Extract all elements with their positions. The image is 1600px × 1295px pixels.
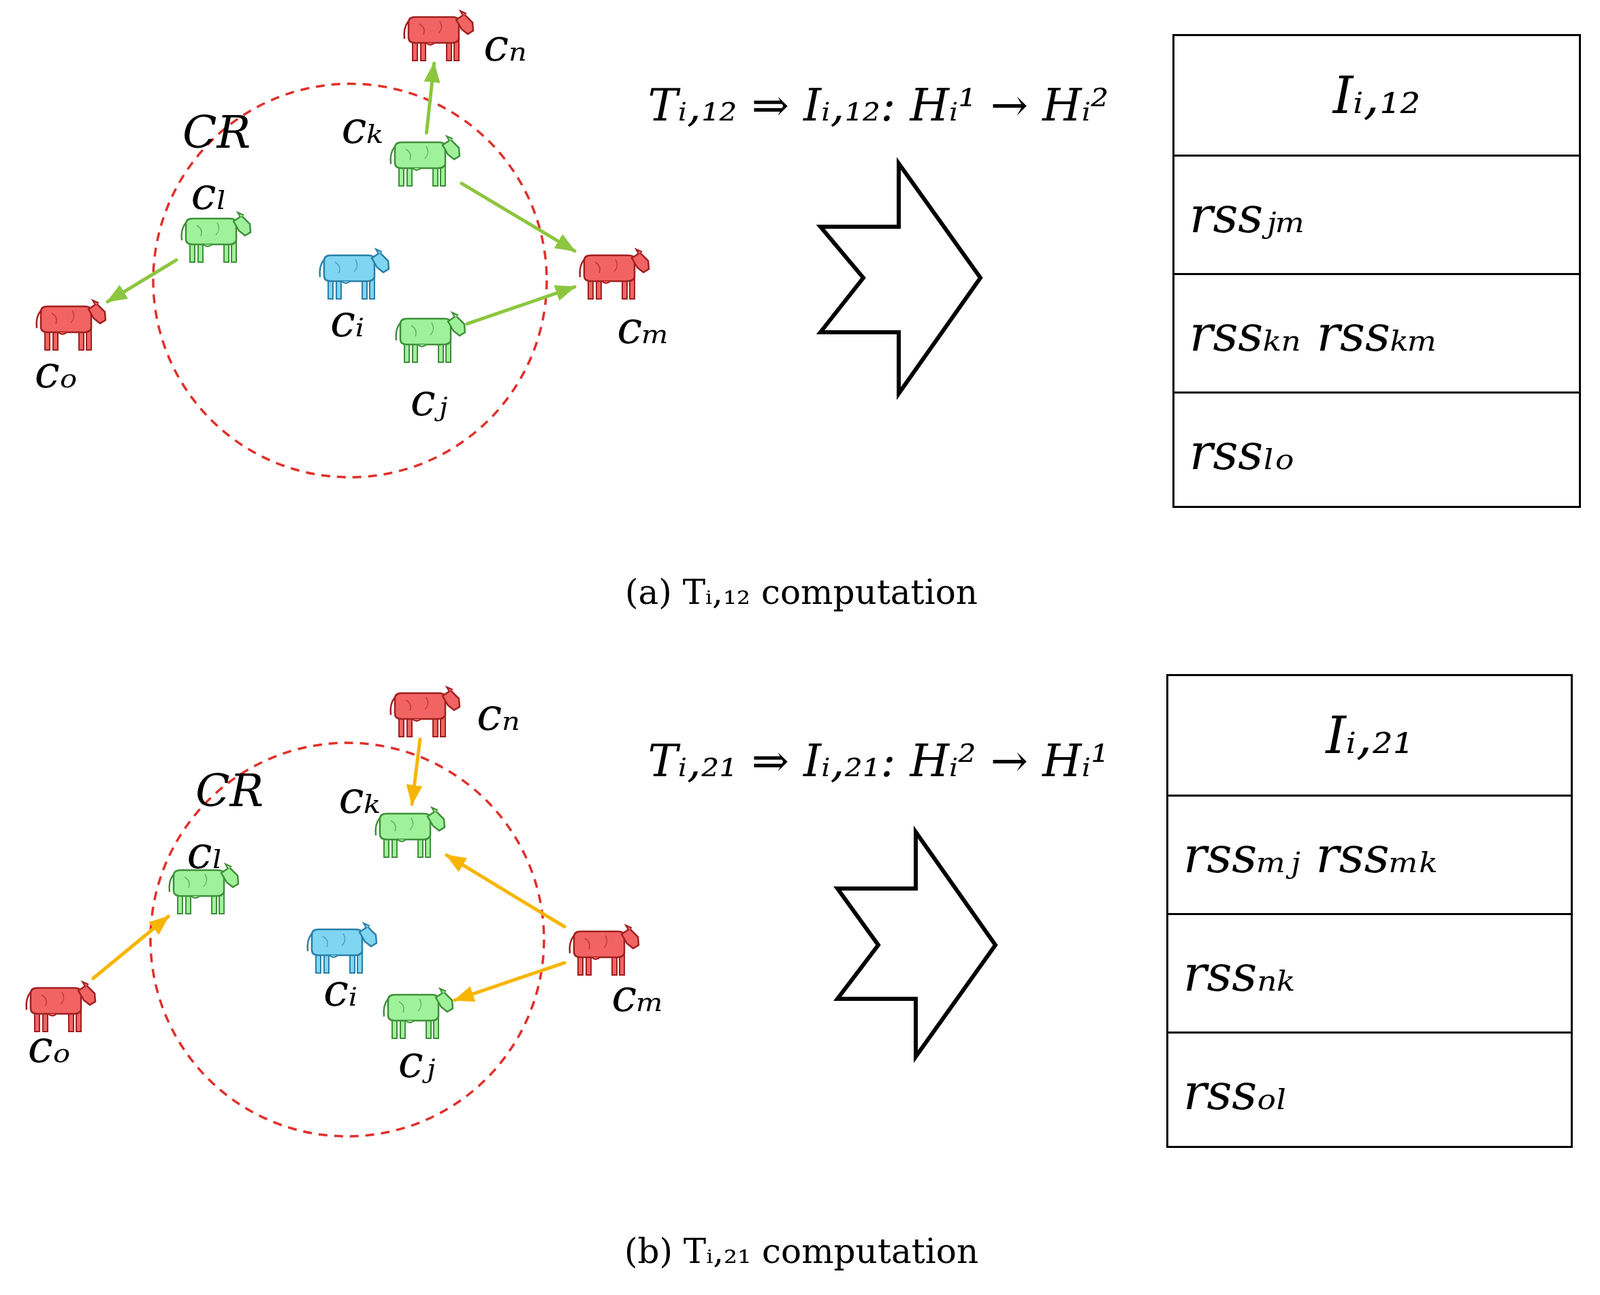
figure-caption: (a) Tᵢ,₁₂ computation	[625, 575, 978, 610]
arrow-connector	[446, 855, 565, 927]
cow-node: cₒ	[21, 978, 98, 1035]
cow-node: cₒ	[31, 296, 108, 353]
table-cell: rssₗₒ	[1174, 391, 1579, 510]
range-label: CR	[195, 768, 264, 814]
cow-label: cₖ	[341, 105, 383, 151]
arrow-connector	[426, 63, 434, 133]
cow-node: cᵢ	[314, 245, 391, 302]
communication-range: CRcₖcₗcᵢcⱼ	[148, 740, 547, 1139]
range-label: CR	[182, 110, 251, 156]
cow-node: cₖ	[370, 804, 447, 860]
cow-node: cₘ	[564, 921, 641, 978]
cow-node: cₗ	[164, 860, 241, 917]
info-table: Iᵢ,₂₁ rssₘⱼ rssₘₖ rssₙₖ rssₒₗ	[1166, 674, 1573, 1148]
arrow-connector	[467, 286, 575, 324]
cow-node: cₗ	[176, 209, 253, 265]
cow-label: cₗ	[191, 171, 228, 217]
cow-node: cᵢ	[302, 919, 379, 976]
cow-label: cₗ	[187, 830, 224, 876]
cow-node: cₖ	[385, 132, 462, 189]
cow-node: cⱼ	[390, 309, 468, 365]
cow-illustration	[390, 309, 468, 365]
cow-label: cₙ	[483, 23, 527, 69]
cow-label: cₘ	[616, 305, 670, 351]
arrow-connector	[454, 962, 565, 1001]
table-header-text: Iᵢ,₁₂	[1333, 65, 1421, 126]
cow-node: cₘ	[574, 245, 651, 302]
arrow-connector	[461, 183, 575, 251]
table-header-text: Iᵢ,₂₁	[1325, 705, 1414, 766]
cow-node: cⱼ	[378, 985, 455, 1042]
cow-illustration	[574, 245, 651, 302]
cow-illustration	[378, 985, 455, 1042]
arrow-connector	[107, 260, 177, 302]
cow-illustration	[398, 7, 476, 64]
table-cell-text: rssₙₖ	[1183, 945, 1295, 1003]
table-header-cell: Iᵢ,₁₂	[1174, 36, 1579, 155]
formula-text: Tᵢ,₁₂ ⇒ Iᵢ,₁₂: Hᵢ¹ → Hᵢ²	[648, 83, 1110, 128]
cow-label: cₒ	[27, 1024, 71, 1070]
cow-label: cₖ	[338, 775, 380, 821]
cow-label: cₙ	[476, 692, 521, 738]
cow-illustration	[370, 804, 447, 860]
cow-label: cᵢ	[330, 298, 365, 344]
table-cell-text: rssₒₗ	[1183, 1063, 1289, 1121]
cow-illustration	[31, 296, 108, 353]
table-cell: rssⱼₘ	[1174, 154, 1579, 274]
figure-caption: (b) Tᵢ,₂₁ computation	[624, 1234, 979, 1269]
table-header-cell: Iᵢ,₂₁	[1168, 676, 1571, 795]
communication-range: CRcₖcₗcᵢcⱼ	[151, 81, 549, 480]
cow-illustration	[302, 919, 379, 976]
cow-label: cᵢ	[323, 968, 358, 1014]
outline-arrow	[837, 832, 996, 1057]
arrow-connector	[411, 739, 421, 805]
table-cell-text: rssⱼₘ	[1189, 186, 1307, 244]
table-cell: rssₒₗ	[1168, 1031, 1571, 1150]
cow-illustration	[176, 209, 253, 265]
cow-node: cₙ	[385, 683, 462, 740]
table-cell-text: rssₗₒ	[1189, 423, 1295, 481]
cow-illustration	[385, 683, 462, 740]
outline-arrow	[820, 163, 981, 394]
formula-text: Tᵢ,₂₁ ⇒ Iᵢ,₂₁: Hᵢ² → Hᵢ¹	[648, 738, 1110, 784]
table-cell: rssₙₖ	[1168, 913, 1571, 1032]
cow-illustration	[564, 921, 641, 978]
cow-illustration	[314, 245, 391, 302]
arrow-connector	[93, 916, 169, 979]
table-cell: rssₘⱼ rssₘₖ	[1168, 794, 1571, 914]
info-table: Iᵢ,₁₂ rssⱼₘ rssₖₙ rssₖₘ rssₗₒ	[1172, 34, 1581, 508]
table-cell: rssₖₙ rssₖₘ	[1174, 273, 1579, 392]
cow-node: cₙ	[398, 7, 476, 64]
cow-label: cₘ	[611, 973, 664, 1019]
table-cell-text: rssₖₙ rssₖₘ	[1189, 305, 1438, 363]
cow-illustration	[385, 132, 462, 189]
cow-label: cₒ	[34, 349, 77, 395]
cow-label: cⱼ	[398, 1039, 436, 1085]
table-cell-text: rssₘⱼ rssₘₖ	[1183, 826, 1438, 884]
cow-label: cⱼ	[410, 377, 448, 423]
